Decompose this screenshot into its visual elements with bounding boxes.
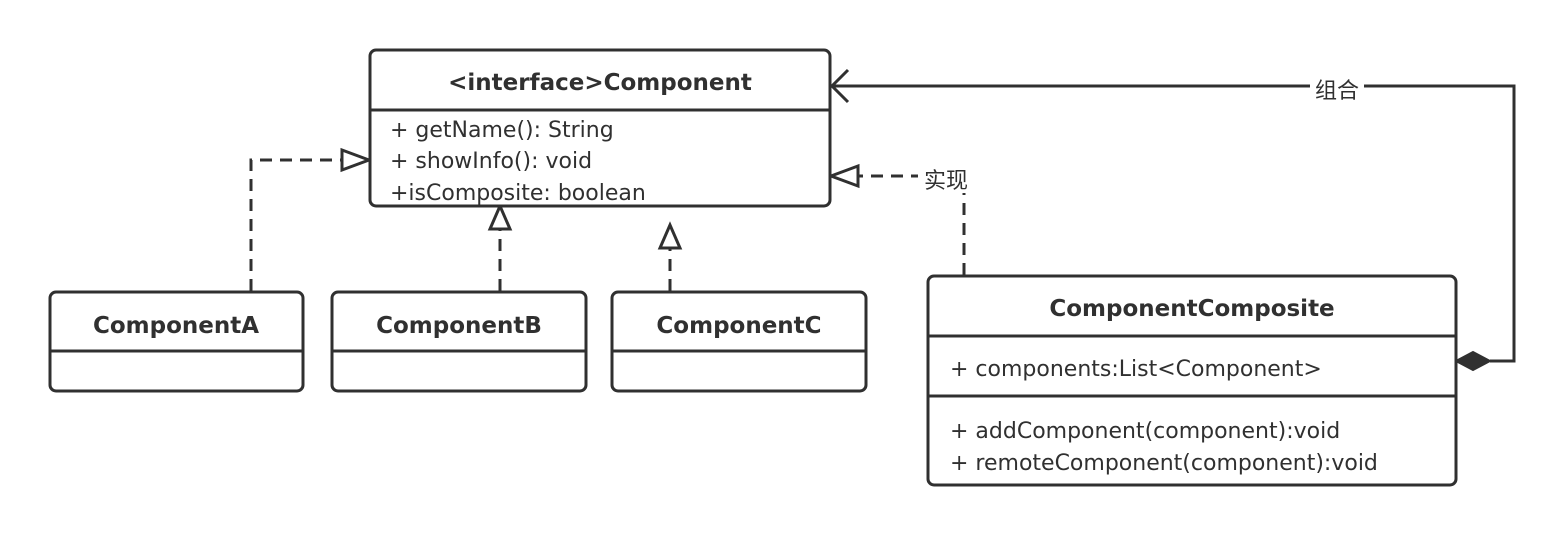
realization-arrowhead-c xyxy=(657,221,683,250)
class-title: ComponentC xyxy=(656,313,821,339)
realization-b-connector xyxy=(487,202,513,291)
attribute-components: + components:List<Component> xyxy=(950,357,1322,382)
composition-connector: 组合 xyxy=(829,68,1516,372)
realization-arrowhead-b xyxy=(487,202,513,231)
realization-composite-connector: 实现 xyxy=(826,163,974,275)
composition-label: 组合 xyxy=(1315,79,1359,104)
class-title: <interface>Component xyxy=(448,70,752,96)
composition-diamond xyxy=(1453,350,1493,372)
class-component-c[interactable]: ComponentC xyxy=(610,290,868,393)
composition-arrowhead xyxy=(829,68,850,104)
class-component[interactable]: <interface>Component + getName(): String… xyxy=(368,48,832,208)
method-showinfo: + showInfo(): void xyxy=(390,149,592,174)
attribute-iscomposite: +isComposite: boolean xyxy=(390,181,646,206)
realization-c-connector xyxy=(657,221,683,291)
class-title: ComponentComposite xyxy=(1049,296,1334,322)
method-getname: + getName(): String xyxy=(390,118,614,143)
realization-arrowhead-composite xyxy=(826,163,860,189)
realization-label: 实现 xyxy=(924,169,968,194)
method-remotecomponent: + remoteComponent(component):void xyxy=(950,451,1378,476)
method-addcomponent: + addComponent(component):void xyxy=(950,419,1340,444)
class-component-a[interactable]: ComponentA xyxy=(48,290,305,393)
class-component-b[interactable]: ComponentB xyxy=(330,290,588,393)
realization-arrowhead-a xyxy=(340,147,374,173)
class-component-composite[interactable]: ComponentComposite + components:List<Com… xyxy=(926,274,1458,487)
class-title: ComponentB xyxy=(376,313,542,339)
realization-a-connector xyxy=(249,147,374,291)
class-title: ComponentA xyxy=(93,313,259,339)
